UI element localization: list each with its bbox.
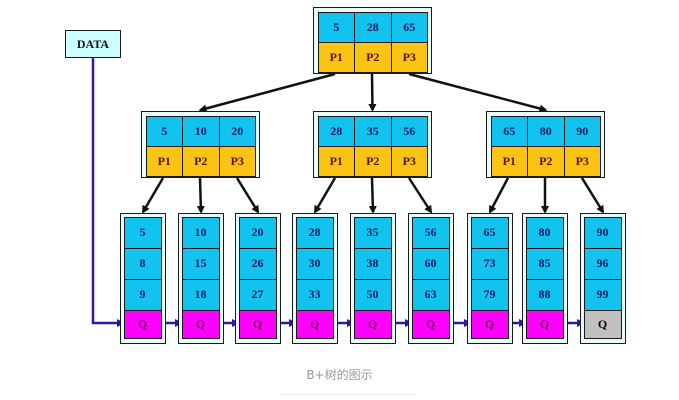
root-key-cell: 28: [354, 11, 392, 43]
tree-pointer-arrow: [368, 177, 377, 214]
internal-node-key-cell: 20: [218, 115, 256, 147]
data-entry-box: DATA: [65, 30, 121, 58]
leaf-key-cell: 35: [353, 216, 392, 249]
leaf-null-link-cell: Q: [583, 309, 622, 339]
tree-pointer-arrow: [235, 177, 260, 214]
leaf-next-link-cell: Q: [411, 309, 450, 339]
leaf-key-cell: 56: [411, 216, 450, 249]
internal-node-key-cell: 5: [145, 115, 183, 147]
tree-pointer-arrow: [488, 177, 510, 214]
leaf-key-cell: 15: [181, 247, 220, 280]
leaf-key-cell: 28: [295, 216, 334, 249]
internal-node-key-cell: 80: [527, 115, 565, 147]
leaf-next-link-cell: Q: [123, 309, 162, 339]
root-pointer-cell: P3: [390, 41, 428, 73]
leaf-next-link-cell: Q: [238, 309, 277, 339]
internal-node-pointer-cell: P2: [182, 145, 220, 177]
leaf-key-cell: 85: [525, 247, 564, 280]
leaf-key-cell: 99: [583, 278, 622, 311]
leaf-key-cell: 20: [238, 216, 277, 249]
internal-node-key-cell: 35: [354, 115, 392, 147]
leaf-next-link-cell: Q: [525, 309, 564, 339]
leaf-key-cell: 63: [411, 278, 450, 311]
tree-pointer-arrow: [141, 177, 165, 214]
tree-pointer-arrow: [580, 177, 605, 214]
tree-pointer-arrow: [196, 177, 205, 214]
data-entry-arrow: [91, 58, 125, 327]
leaf-key-cell: 79: [470, 278, 509, 311]
leaf-key-cell: 38: [353, 247, 392, 280]
leaf-key-cell: 27: [238, 278, 277, 311]
internal-node-key-cell: 56: [390, 115, 428, 147]
internal-node-pointer-cell: P2: [527, 145, 565, 177]
tree-pointer-arrow: [368, 73, 377, 112]
tree-pointer-arrow: [313, 177, 337, 214]
leaf-key-cell: 5: [123, 216, 162, 249]
leaf-key-cell: 73: [470, 247, 509, 280]
tree-pointer-arrow: [407, 177, 433, 214]
internal-node-pointer-cell: P1: [317, 145, 355, 177]
leaf-key-cell: 18: [181, 278, 220, 311]
internal-node-pointer-cell: P2: [354, 145, 392, 177]
root-pointer-cell: P2: [354, 41, 392, 73]
internal-node-pointer-cell: P3: [563, 145, 601, 177]
root-key-cell: 65: [390, 11, 428, 43]
leaf-key-cell: 60: [411, 247, 450, 280]
internal-node-pointer-cell: P1: [490, 145, 528, 177]
leaf-key-cell: 90: [583, 216, 622, 249]
leaf-key-cell: 33: [295, 278, 334, 311]
leaf-key-cell: 30: [295, 247, 334, 280]
tree-pointer-arrow: [198, 72, 336, 113]
internal-node-key-cell: 10: [182, 115, 220, 147]
diagram-caption: B+树的图示: [306, 368, 373, 382]
tree-pointer-arrow: [408, 72, 548, 113]
leaf-key-cell: 50: [353, 278, 392, 311]
leaf-next-link-cell: Q: [353, 309, 392, 339]
internal-node-key-cell: 90: [563, 115, 601, 147]
root-pointer-cell: P1: [317, 41, 355, 73]
leaf-key-cell: 65: [470, 216, 509, 249]
caption-divider: [282, 394, 416, 395]
internal-node-pointer-cell: P3: [218, 145, 256, 177]
internal-node-key-cell: 28: [317, 115, 355, 147]
leaf-key-cell: 26: [238, 247, 277, 280]
leaf-key-cell: 80: [525, 216, 564, 249]
root-key-cell: 5: [317, 11, 355, 43]
leaf-key-cell: 88: [525, 278, 564, 311]
leaf-next-link-cell: Q: [470, 309, 509, 339]
leaf-key-cell: 8: [123, 247, 162, 280]
leaf-key-cell: 10: [181, 216, 220, 249]
leaf-next-link-cell: Q: [181, 309, 220, 339]
leaf-key-cell: 96: [583, 247, 622, 280]
leaf-next-link-cell: Q: [295, 309, 334, 339]
leaf-key-cell: 9: [123, 278, 162, 311]
internal-node-pointer-cell: P3: [390, 145, 428, 177]
internal-node-key-cell: 65: [490, 115, 528, 147]
internal-node-pointer-cell: P1: [145, 145, 183, 177]
